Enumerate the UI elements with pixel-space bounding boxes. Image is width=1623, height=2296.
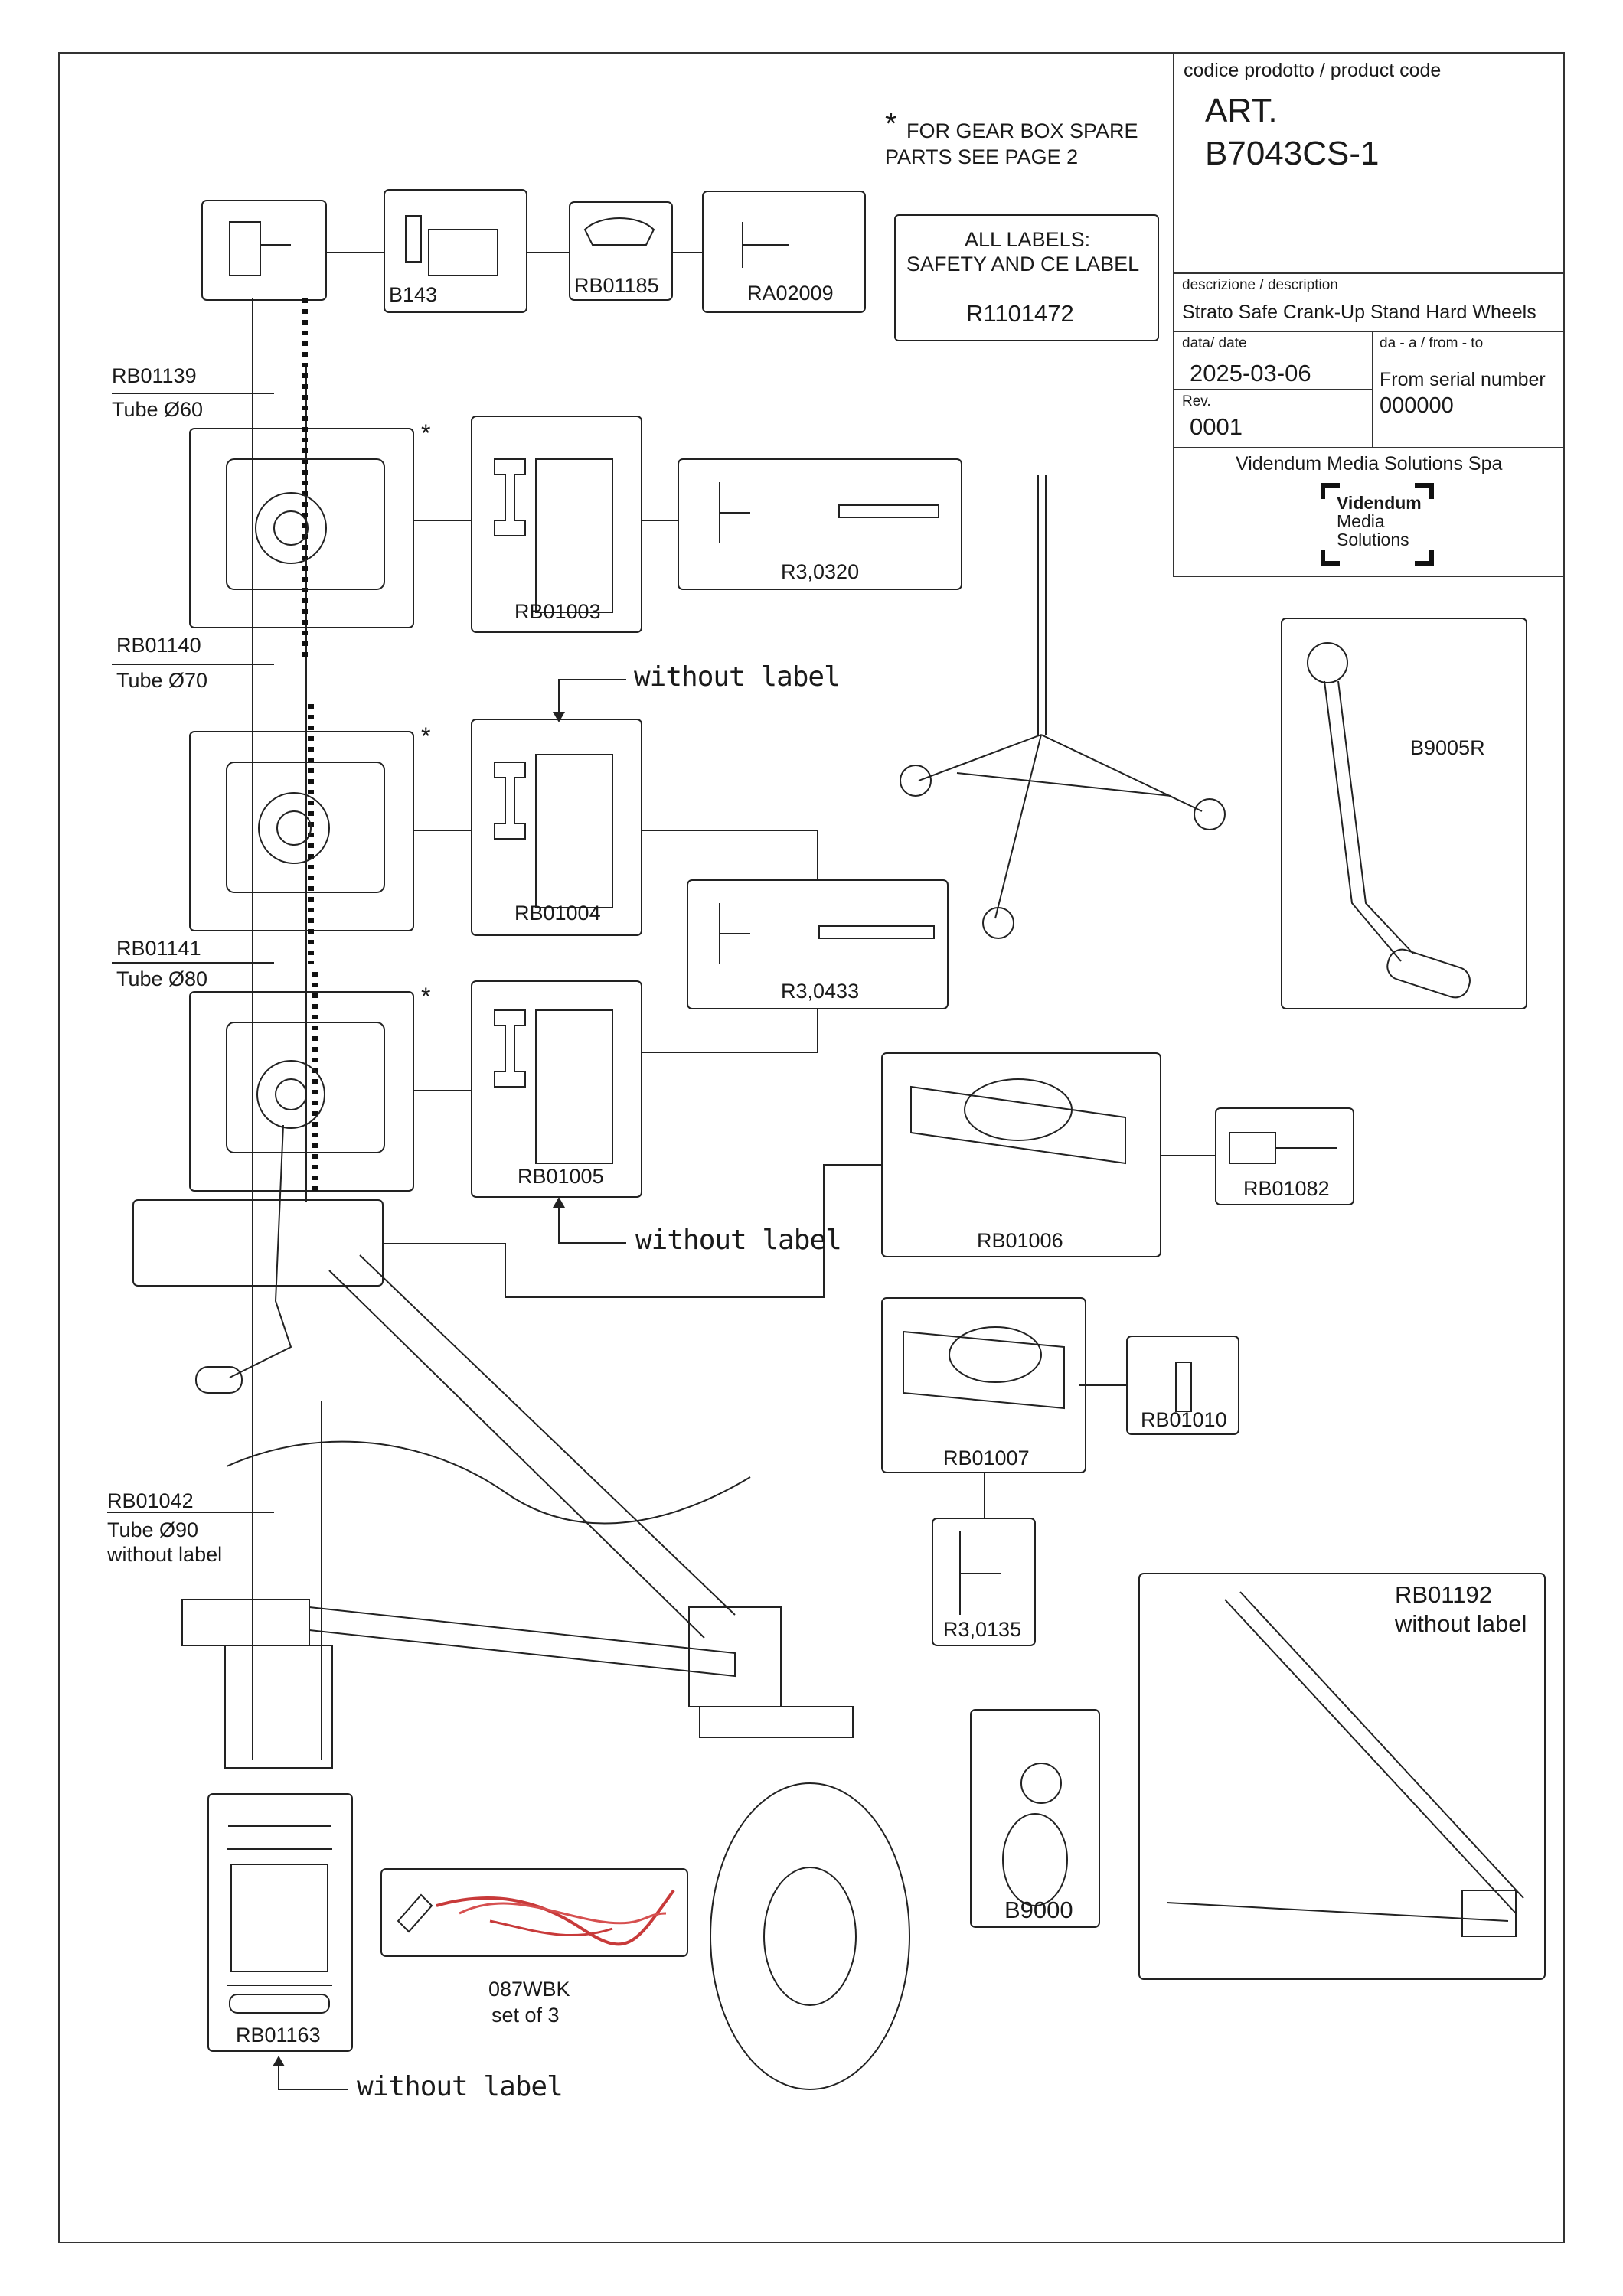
labels-note-line2: SAFETY AND CE LABEL xyxy=(906,253,1140,276)
from-to-label: da - a / from - to xyxy=(1380,335,1484,351)
tube-90-label: Tube Ø90 xyxy=(107,1518,199,1541)
part-087wbk: 087WBK xyxy=(488,1978,570,2001)
part-rb01003: RB01003 xyxy=(514,600,601,623)
logo-line-2: Media xyxy=(1337,511,1385,531)
drawing-frame xyxy=(58,52,1565,2243)
art-label: ART. xyxy=(1205,92,1278,129)
product-code: B7043CS-1 xyxy=(1205,135,1380,172)
part-rb01005: RB01005 xyxy=(518,1165,604,1188)
logo-line-1: Videndum xyxy=(1337,493,1422,513)
from-serial-label: From serial number xyxy=(1380,369,1546,390)
rev-divider xyxy=(1174,389,1372,390)
logo-line-3: Solutions xyxy=(1337,530,1409,550)
gearbox-2-star: * xyxy=(421,722,431,750)
company-logo: Videndum Media Solutions xyxy=(1320,482,1435,566)
part-rb01004: RB01004 xyxy=(514,902,601,925)
title-block-bottom xyxy=(1173,576,1565,577)
without-label-callout-1: without label xyxy=(634,661,841,693)
gearbox-note-line2: PARTS SEE PAGE 2 xyxy=(885,145,1079,168)
labels-note-box xyxy=(894,214,1159,341)
serial-value: 000000 xyxy=(1380,393,1454,418)
labels-note-line1: ALL LABELS: xyxy=(965,228,1091,251)
company-cell xyxy=(1174,447,1565,577)
part-rb01139: RB01139 xyxy=(112,364,197,387)
date-value: 2025-03-06 xyxy=(1190,360,1311,386)
rev-value: 0001 xyxy=(1190,413,1243,440)
without-label-callout-3: without label xyxy=(357,2071,563,2102)
part-ra02009: RA02009 xyxy=(747,282,834,305)
part-rb01010: RB01010 xyxy=(1141,1408,1227,1431)
gearbox-3-star: * xyxy=(421,983,431,1010)
gearbox-star: * xyxy=(885,107,897,141)
part-r3-0135: R3,0135 xyxy=(943,1618,1022,1641)
part-b9005r: B9005R xyxy=(1410,736,1485,759)
part-rb01007: RB01007 xyxy=(943,1446,1030,1469)
logo-bracket-icon xyxy=(1321,483,1434,566)
tube-90-note: without label xyxy=(107,1543,223,1566)
labels-code: R1101472 xyxy=(966,300,1074,327)
description-label: descrizione / description xyxy=(1182,277,1338,293)
tube-80-label: Tube Ø80 xyxy=(116,967,208,990)
description-cell xyxy=(1174,272,1565,383)
part-rb01192-note: without label xyxy=(1395,1610,1527,1637)
rev-label: Rev. xyxy=(1182,393,1211,409)
date-divider xyxy=(1372,331,1373,447)
date-label: data/ date xyxy=(1182,335,1247,351)
part-087wbk-note: set of 3 xyxy=(491,2004,560,2027)
tube-60-label: Tube Ø60 xyxy=(112,398,204,421)
part-b143: B143 xyxy=(389,283,438,306)
part-r3-0320: R3,0320 xyxy=(781,560,860,583)
part-rb01141: RB01141 xyxy=(116,937,201,960)
gearbox-1-star: * xyxy=(421,419,431,447)
part-rb01163: RB01163 xyxy=(236,2024,321,2047)
without-label-callout-2: without label xyxy=(635,1225,842,1256)
part-b9000: B9000 xyxy=(1004,1896,1073,1923)
description-text: Strato Safe Crank-Up Stand Hard Wheels xyxy=(1182,302,1536,323)
part-rb01185: RB01185 xyxy=(574,274,659,297)
part-rb01042: RB01042 xyxy=(107,1489,194,1512)
date-row xyxy=(1174,331,1565,332)
part-r3-0433: R3,0433 xyxy=(781,980,860,1003)
title-block: codice prodotto / product code ART. B704… xyxy=(1173,52,1565,577)
company-name: Videndum Media Solutions Spa xyxy=(1236,453,1503,475)
tube-70-label: Tube Ø70 xyxy=(116,669,208,692)
product-code-label: codice prodotto / product code xyxy=(1184,60,1442,81)
gearbox-note-line1: FOR GEAR BOX SPARE xyxy=(906,119,1138,142)
part-rb01192: RB01192 xyxy=(1395,1581,1492,1608)
part-rb01140: RB01140 xyxy=(116,634,201,657)
part-rb01006: RB01006 xyxy=(977,1229,1063,1252)
part-rb01082: RB01082 xyxy=(1243,1177,1330,1200)
